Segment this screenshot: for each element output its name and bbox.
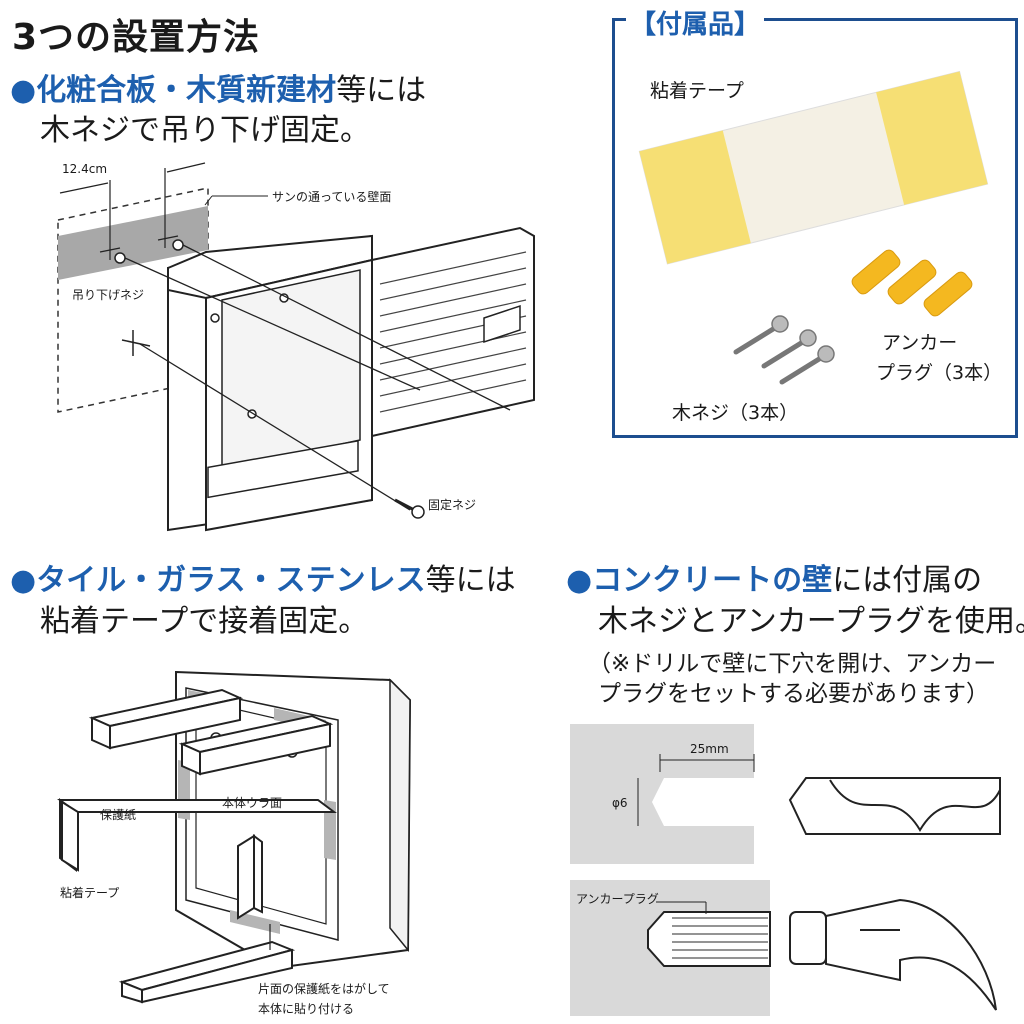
fixing-screw-label: 固定ネジ bbox=[428, 498, 477, 512]
method2-rest: 等には bbox=[425, 563, 516, 598]
method3-heading: ●コンクリートの壁には付属の bbox=[566, 562, 982, 600]
method1-rest: 等には bbox=[336, 73, 427, 108]
drill-bit-icon bbox=[788, 777, 1001, 835]
paper-label: 保護紙 bbox=[100, 808, 137, 822]
tape-strip-label: 粘着テープ bbox=[60, 886, 120, 900]
method1-line2: 木ネジで吊り下げ固定。 bbox=[40, 113, 370, 148]
wall-section bbox=[570, 724, 754, 864]
anchor-label-line2: プラグ（3本） bbox=[876, 362, 1003, 384]
bullet: ● bbox=[566, 563, 593, 598]
wall-stud-band bbox=[58, 206, 208, 280]
method3-note-line1: （※ドリルで壁に下穴を開け、アンカー bbox=[588, 651, 997, 677]
screws-label: 木ネジ（3本） bbox=[672, 402, 799, 424]
wall-label: サンの通っている壁面 bbox=[272, 190, 392, 204]
tape-label: 粘着テープ bbox=[650, 80, 744, 102]
fixing-screw bbox=[394, 498, 425, 519]
back-label: 本体ウラ面 bbox=[222, 796, 283, 810]
method3-line2: 木ネジとアンカープラグを使用。 bbox=[598, 604, 1024, 639]
anchor-plug-inserted bbox=[647, 901, 771, 967]
dimension-label: 12.4cm bbox=[62, 162, 108, 176]
accessories-box bbox=[612, 18, 1018, 438]
method3-rest: には付属の bbox=[832, 563, 983, 598]
wood-screw-icon bbox=[733, 323, 827, 385]
bullet: ● bbox=[10, 563, 37, 598]
instruction-line1: 片面の保護紙をはがして bbox=[258, 982, 390, 996]
accessories-title: 【付属品】 bbox=[626, 4, 765, 41]
bullet: ● bbox=[10, 73, 37, 108]
method1-heading: ●化粧合板・木質新建材等には bbox=[10, 72, 426, 110]
method2-line2: 粘着テープで接着固定。 bbox=[40, 604, 369, 639]
method2-highlight: タイル・ガラス・ステンレス bbox=[36, 563, 426, 598]
anchor-label-line1: アンカー bbox=[882, 332, 958, 354]
hammer-icon bbox=[789, 898, 997, 1011]
method2-heading: ●タイル・ガラス・ステンレス等には bbox=[10, 562, 516, 600]
anchor-plug-label: アンカープラグ bbox=[576, 892, 659, 906]
method3-note-line2: プラグをセットする必要があります） bbox=[598, 681, 989, 707]
adhesive-tape-image bbox=[638, 70, 989, 265]
diameter-label: φ6 bbox=[612, 796, 628, 810]
page-title: 3つの設置方法 bbox=[12, 17, 261, 58]
method3-highlight: コンクリートの壁 bbox=[592, 563, 833, 598]
method1-highlight: 化粧合板・木質新建材 bbox=[36, 73, 337, 108]
hanging-screw-label: 吊り下げネジ bbox=[72, 288, 145, 302]
instruction-line2: 本体に貼り付ける bbox=[258, 1002, 355, 1016]
anchor-plug-icon bbox=[851, 249, 973, 317]
depth-label: 25mm bbox=[690, 742, 729, 756]
